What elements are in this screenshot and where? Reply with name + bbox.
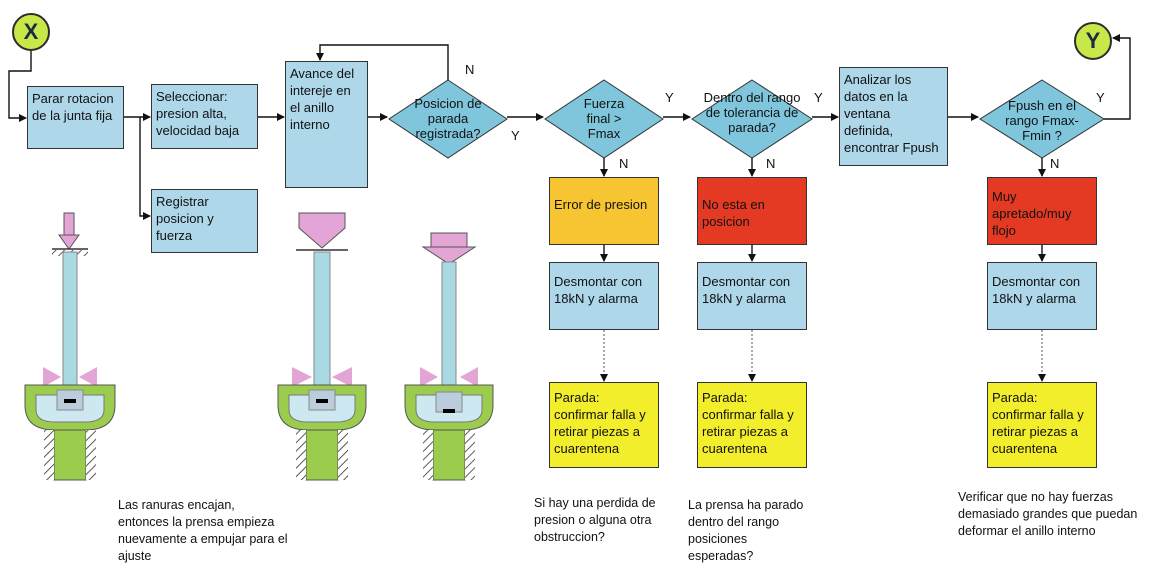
desmontar-box-2: Desmontar con 18kN y alarma [697, 262, 807, 330]
decision-dentro-text: Dentro del rango de tolerancia de parada… [703, 90, 801, 135]
error-apretado: Muy apretado/muy flojo [987, 177, 1097, 245]
parada-box-3: Parada: confirmar falla y retirar piezas… [987, 382, 1097, 468]
arrow-fpush-yes-to-y [1104, 34, 1131, 120]
decision-diamond-posicion [388, 79, 508, 159]
parada-box-2: Parada: confirmar falla y retirar piezas… [697, 382, 807, 468]
connector-y: Y [1074, 22, 1112, 60]
note-ranuras: Las ranuras encajan, entonces la prensa … [118, 498, 288, 563]
press-illustration-3 [404, 232, 494, 481]
error-posicion: No esta en posicion [697, 177, 807, 245]
error-presion: Error de presion [549, 177, 659, 245]
label-fuerza-no: N [619, 156, 629, 171]
arrow-x-to-parar [8, 51, 32, 122]
process-analizar: Analizar los datos en la ventana definid… [839, 67, 948, 166]
label-fpush-yes: Y [1096, 90, 1105, 105]
note-perdida: Si hay una perdida de presion o alguna o… [534, 496, 656, 544]
process-seleccionar: Seleccionar: presion alta, velocidad baj… [151, 84, 258, 149]
label-fuerza-yes: Y [665, 90, 674, 105]
desmontar-box-3: Desmontar con 18kN y alarma [987, 262, 1097, 330]
decision-fpush-text: Fpush en el rango Fmax-Fmin ? [1005, 98, 1079, 143]
label-fpush-no: N [1050, 156, 1060, 171]
connector-x: X [12, 13, 50, 51]
press-illustration-2 [277, 212, 367, 481]
label-posicion-yes: Y [511, 128, 520, 143]
press-illustration-1 [24, 212, 116, 481]
decision-fuerza-text: Fuerza final > Fmax [583, 96, 625, 141]
note-verificar: Verificar que no hay fuerzas demasiado g… [958, 490, 1138, 538]
desmontar-box-1: Desmontar con 18kN y alarma [549, 262, 659, 330]
parada-box-1: Parada: confirmar falla y retirar piezas… [549, 382, 659, 468]
arrow-posicion-no-loop [316, 44, 449, 80]
label-dentro-no: N [766, 156, 776, 171]
decision-posicion-text: Posicion de parada registrada? [414, 96, 482, 141]
label-posicion-no: N [465, 62, 475, 77]
process-registrar: Registrar posicion y fuerza [151, 189, 258, 253]
note-prensa: La prensa ha parado dentro del rango pos… [688, 498, 804, 563]
process-avance: Avance del intereje en el anillo interno [285, 61, 368, 188]
arrow-to-registrar [139, 117, 151, 220]
label-dentro-yes: Y [814, 90, 823, 105]
process-parar: Parar rotacion de la junta fija [27, 86, 124, 149]
